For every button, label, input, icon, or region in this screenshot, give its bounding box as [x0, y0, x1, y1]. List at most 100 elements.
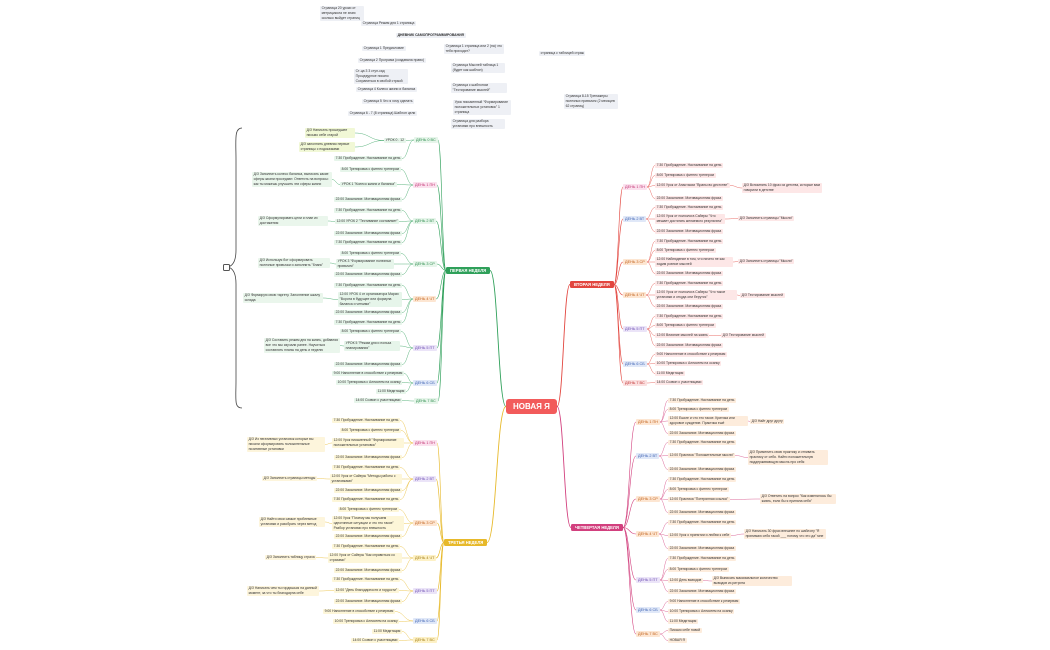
- w3-homework[interactable]: Д/З Заполнить таблицу страха: [265, 555, 317, 561]
- w3-item[interactable]: 22:00 Засыпание. Мотивационная фраза: [334, 568, 402, 574]
- w3-day[interactable]: ДЕНЬ 4 ЧТ: [413, 555, 437, 561]
- top-note[interactable]: Урок письменный "Формирование положитель…: [453, 100, 511, 115]
- top-note[interactable]: Страница 8-15 Тренажеры полезных привыче…: [564, 94, 618, 109]
- w1-day[interactable]: ДЕНЬ 4 ЧТ: [413, 296, 437, 302]
- w4-item[interactable]: 7:30 Пробуждение. Настаивание на день: [668, 520, 736, 526]
- w4-day[interactable]: ДЕНЬ 6 СБ: [636, 607, 660, 613]
- w2-day[interactable]: ДЕНЬ 3 СР: [623, 259, 647, 265]
- w3-item[interactable]: 12:00 Урок "Почему мы получаем однотипны…: [332, 516, 404, 531]
- w4-item[interactable]: 8:00 Тренировка с фитнес тренером: [668, 567, 729, 573]
- w4-item[interactable]: 12:00 Урок о принятии и любви к себе: [668, 533, 731, 539]
- w3-day[interactable]: ДЕНЬ 6 СБ: [413, 618, 437, 624]
- top-note[interactable]: страница с таблицей отраж: [539, 51, 586, 57]
- w1-item[interactable]: 11:00 Медитация: [376, 389, 406, 395]
- w3-item[interactable]: 7:30 Пробуждение. Настаивание на день: [332, 577, 400, 583]
- w1-homework[interactable]: Д/З Составить режим дня на жизнь, добавл…: [264, 338, 340, 353]
- w1-day[interactable]: ДЕНЬ 1 ПН: [413, 182, 438, 188]
- w4-item[interactable]: 12:00 Практика "Потерянная ссылка": [668, 497, 730, 503]
- w3-day[interactable]: ДЕНЬ 3 СР: [413, 520, 437, 526]
- w4-item[interactable]: НОВАЯ Я: [668, 638, 687, 644]
- w2-item[interactable]: 12:00 Наблюдение в том, что ничего не ка…: [655, 257, 733, 267]
- w2-item[interactable]: 12:00 Влияние мыслей на жизнь: [655, 333, 710, 339]
- w3-item[interactable]: 8:00 Тренировка с фитнес тренером: [338, 507, 399, 513]
- w3-item[interactable]: 7:30 Пробуждение. Настаивание на день: [332, 465, 400, 471]
- top-note[interactable]: Страница 20 уроки от метрицикола не знаю…: [320, 6, 364, 21]
- w2-item[interactable]: 11:00 Медитация: [655, 371, 685, 377]
- collapse-toggle-icon[interactable]: [223, 264, 230, 271]
- w1-item[interactable]: УРОК 3 "Формирование полезных привычек": [336, 259, 394, 269]
- w4-homework[interactable]: Д/З Найт друг другу: [750, 419, 785, 425]
- w3-item[interactable]: 14:00 Созвон с участницами: [351, 638, 399, 644]
- w4-item[interactable]: 22:00 Засыпание. Мотивационная фраза: [668, 546, 736, 552]
- w3-day[interactable]: ДЕНЬ 2 ВТ: [413, 476, 437, 482]
- w1-homework[interactable]: Д/З Написать прошедшее письмо себе старо…: [305, 128, 355, 138]
- w2-homework[interactable]: Д/З Заполнить страницы "Мысли": [738, 216, 795, 222]
- w3-item[interactable]: 12:00 Урок от Сайеры "Методы работы с ус…: [330, 474, 402, 484]
- root-node[interactable]: НОВАЯ Я: [506, 399, 557, 414]
- w1-item[interactable]: 10:00 Тренировка с Алексеем на осанку: [336, 380, 403, 386]
- w1-item[interactable]: 12:00 УРОК 2 "Тестивание составляет": [335, 219, 400, 225]
- w1-item[interactable]: УРОК 0 . 12: [384, 138, 406, 144]
- w2-day[interactable]: ДЕНЬ 5 ПТ: [623, 326, 647, 332]
- w2-item[interactable]: 12:00 Урок от психолога Сайеры "Что меша…: [655, 214, 725, 224]
- w2-item[interactable]: 8:00 Тренировка с фитнес тренером: [655, 173, 716, 179]
- w2-item[interactable]: 9:00 Наполнение в способствие к резервам: [655, 352, 727, 358]
- w4-item[interactable]: 7:30 Пробуждение. Настаивание на день: [668, 556, 736, 562]
- w4-day[interactable]: ДЕНЬ 3 СР: [636, 496, 660, 502]
- w1-day[interactable]: ДЕНЬ 3 СР: [413, 261, 437, 267]
- top-note[interactable]: Страница 5 Что я хочу сделать: [362, 99, 415, 105]
- w4-homework[interactable]: Д/З Написать 30 фраз внешнее по шаблону …: [744, 529, 826, 539]
- w3-homework[interactable]: Д/З Написать чем ты гордишься на данный …: [247, 586, 319, 596]
- w3-item[interactable]: 12:00 Урок от Сайеры "Как справиться со …: [328, 553, 402, 563]
- w4-day[interactable]: ДЕНЬ 7 ВС: [636, 631, 660, 637]
- top-note[interactable]: Страница Мыслей таблица 1 (будет как шаб…: [451, 63, 505, 73]
- top-note[interactable]: Страница для разбора установки про внешн…: [451, 119, 505, 129]
- w4-item[interactable]: 7:30 Пробуждение. Настаивание на день: [668, 440, 736, 446]
- w3-item[interactable]: 7:30 Пробуждение. Настаивание на день: [332, 418, 400, 424]
- w2-item[interactable]: 10:00 Тренировка с Алексеем на осанку: [655, 361, 722, 367]
- w4-item[interactable]: 8:00 Тренировка с фитнес тренером: [668, 487, 729, 493]
- w1-item[interactable]: 9:00 Наполнение в способствие к резервам: [332, 371, 404, 377]
- w1-item[interactable]: 12:00 УРОК 4 от организатора Марии "Воро…: [338, 292, 402, 307]
- w4-item[interactable]: 8:00 Тренировка с фитнес тренером: [668, 407, 729, 413]
- top-note[interactable]: Страница 6 - 7 (8 страница) Шаблон цели: [348, 111, 417, 117]
- w2-day[interactable]: ДЕНЬ 1 ПН: [623, 184, 648, 190]
- w1-item[interactable]: 22:00 Засыпание. Мотивационная фраза: [334, 197, 402, 203]
- w4-homework[interactable]: Д/З Выписать максимальное количество выв…: [712, 576, 792, 586]
- w4-day[interactable]: ДЕНЬ 5 ПТ: [636, 577, 660, 583]
- w4-homework[interactable]: Д/З Ответить на вопрос "Как изменилось б…: [760, 494, 836, 504]
- w1-item[interactable]: 8:00 Тренировка с фитнес тренером: [340, 329, 401, 335]
- w1-item[interactable]: 22:00 Засыпание. Мотивационная фраза: [334, 272, 402, 278]
- branch-week-2[interactable]: ВТОРАЯ НЕДЕЛЯ: [570, 281, 614, 289]
- w1-day[interactable]: ДЕНЬ 5 ПТ: [413, 345, 437, 351]
- top-note[interactable]: Страница 1 Предисловие: [362, 46, 406, 52]
- w2-day[interactable]: ДЕНЬ 4 ЧТ: [623, 292, 647, 298]
- branch-week-3[interactable]: ТРЕТЬЯ НЕДЕЛЯ: [444, 539, 488, 547]
- w4-item[interactable]: 9:00 Наполнение в способствие к резервам: [668, 599, 740, 605]
- w1-item[interactable]: 22:00 Засыпание. Мотивационная фраза: [334, 362, 402, 368]
- w3-item[interactable]: 22:00 Засыпание. Мотивационная фраза: [334, 488, 402, 494]
- w3-item[interactable]: 22:00 Засыпание. Мотивационная фраза: [334, 534, 402, 540]
- w2-item[interactable]: 7:30 Пробуждение. Настаивание на день: [655, 314, 723, 320]
- w1-homework[interactable]: Д/З заполнить дневник первые страницы с …: [299, 142, 355, 152]
- w2-homework[interactable]: Д/З Тестирование мыслей: [721, 333, 766, 339]
- w2-item[interactable]: 14:00 Созвон с участницами: [655, 380, 703, 386]
- w2-item[interactable]: 12:00 Урок от Анастасии "Враны во дестст…: [655, 183, 730, 189]
- w2-homework[interactable]: Д/З Вспомнить 10 фраз из детства, которы…: [742, 183, 822, 193]
- w2-item[interactable]: 22:00 Засыпание. Мотивационная фраза: [655, 343, 723, 349]
- top-note[interactable]: Страница Режим дня 1 страница: [361, 21, 416, 27]
- w4-day[interactable]: ДЕНЬ 2 ВТ: [636, 453, 660, 459]
- top-note[interactable]: Ст-ца 3 3 ступ-сад Процедурное писано Со…: [354, 69, 408, 84]
- w3-day[interactable]: ДЕНЬ 7 ВС: [413, 637, 437, 643]
- w1-day[interactable]: ДЕНЬ 7 ВС: [414, 398, 438, 404]
- w3-item[interactable]: 12:00 "День благодарности и гордости": [334, 588, 399, 594]
- w4-day[interactable]: ДЕНЬ 4 ЧТ: [636, 531, 660, 537]
- w1-item[interactable]: УРОК 5 "Режим дня и польза планирования": [344, 341, 400, 351]
- w3-item[interactable]: 7:30 Пробуждение. Настаивание на день: [332, 544, 400, 550]
- top-note[interactable]: Страница 4 Колесо жизни и баланса: [356, 87, 417, 93]
- w2-item[interactable]: 8:00 Тренировка с фитнес тренером: [655, 248, 716, 254]
- w3-homework[interactable]: Д/З Из негативных установок которые вы п…: [247, 437, 325, 452]
- w2-homework[interactable]: Д/З Тестирование мыслей: [740, 293, 785, 299]
- w3-item[interactable]: 22:00 Засыпание. Мотивационная фраза: [334, 599, 402, 605]
- w1-item[interactable]: 22:00 Засыпание. Мотивационная фраза: [334, 231, 402, 237]
